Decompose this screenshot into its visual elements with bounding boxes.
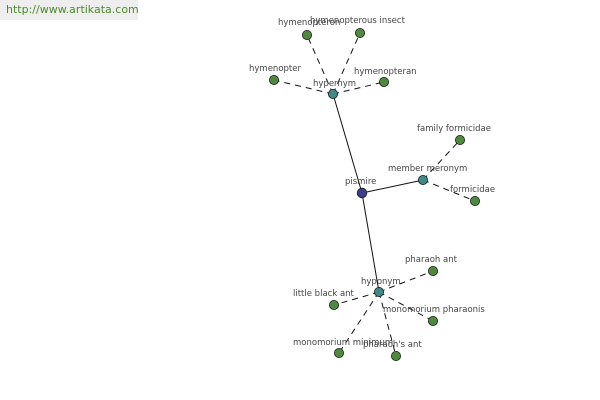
- edge-center-hyponym: [361, 192, 380, 293]
- edge-hyponym-little-black-ant: [333, 291, 380, 306]
- label-hymenopteran: hymenopteran: [354, 67, 417, 77]
- node-family-formicidae[interactable]: [454, 134, 465, 145]
- label-pismire: pismire: [345, 177, 376, 187]
- edge-center-hypernym: [332, 93, 363, 194]
- label-monomorium-minimum: monomorium minimum: [293, 338, 393, 348]
- node-monomorium-minimum[interactable]: [333, 347, 344, 358]
- label-pharaoh-ant: pharaoh ant: [405, 255, 458, 265]
- node-hymenopter[interactable]: [268, 75, 279, 86]
- node-formicidae[interactable]: [469, 195, 480, 206]
- label-hymenopteron: hymenopteron: [278, 18, 340, 28]
- edge-hyponym-pharaohs-ant: [378, 291, 397, 357]
- node-member-meronym[interactable]: [417, 174, 428, 185]
- label-member-meronym: member meronym: [388, 164, 467, 174]
- edge-center-meronym: [361, 179, 424, 194]
- label-hymenopter: hymenopter: [249, 64, 301, 74]
- nodes: [268, 27, 480, 361]
- edge-meronym-family-formicidae: [422, 139, 461, 181]
- edge-hyponym-monomorium-minimum: [338, 291, 380, 354]
- watermark-url[interactable]: http://www.artikata.com: [0, 0, 139, 20]
- label-little-black-ant: little black ant: [293, 289, 355, 299]
- node-hypernym[interactable]: [327, 89, 338, 100]
- edge-hyponym-pharaoh-ant: [378, 270, 434, 293]
- label-hyponym: hyponym: [361, 277, 401, 287]
- node-pharaoh-ant[interactable]: [427, 265, 438, 276]
- node-pismire[interactable]: [356, 187, 368, 199]
- node-monomorium-pharaonis[interactable]: [427, 315, 438, 326]
- leaf-edges: [273, 32, 476, 357]
- edge-hypernym-hymenopteran: [332, 81, 385, 95]
- node-hyponym[interactable]: [373, 286, 384, 297]
- node-hymenopteran[interactable]: [378, 77, 389, 88]
- label-hypernym: hypernym: [313, 79, 356, 89]
- relation-edges: [332, 93, 424, 293]
- node-pharaohs-ant[interactable]: [390, 350, 401, 361]
- label-formicidae: formicidae: [450, 185, 495, 195]
- edge-hypernym-hymenopterous-insect: [332, 32, 361, 95]
- node-labels: hymenopteron hymenopterous insect hymeno…: [249, 16, 495, 350]
- label-pharaohs-ant: pharaoh's ant: [363, 340, 422, 350]
- node-hymenopteron[interactable]: [301, 29, 312, 40]
- edge-meronym-formicidae: [422, 179, 476, 202]
- node-little-black-ant[interactable]: [328, 299, 339, 310]
- node-hymenopterous-insect[interactable]: [354, 27, 365, 38]
- label-monomorium-pharaonis: monomorium pharaonis: [383, 305, 485, 315]
- label-family-formicidae: family formicidae: [417, 124, 491, 134]
- label-hymenopterous-insect: hymenopterous insect: [310, 16, 406, 26]
